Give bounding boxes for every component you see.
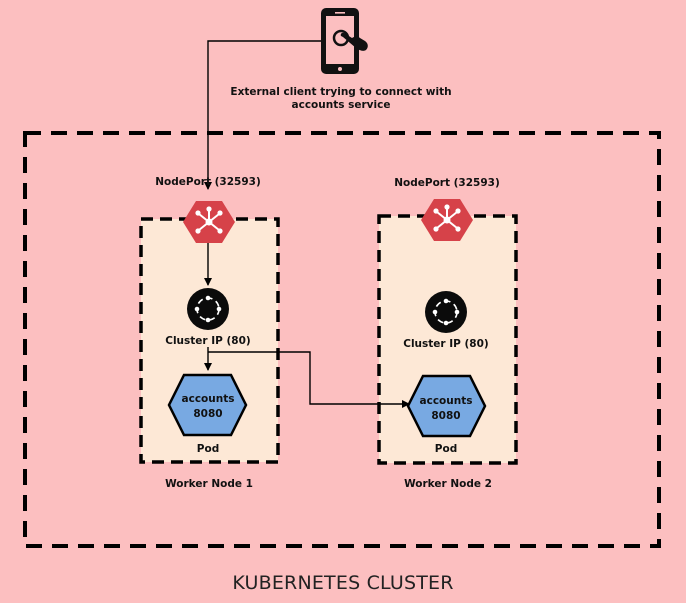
nodeport-label-node2: NodePort (32593) xyxy=(394,177,500,189)
pod-node1 xyxy=(167,373,248,437)
smartphone-touch-icon xyxy=(321,8,368,74)
cluster-ip-icon-node1 xyxy=(187,288,229,330)
worker-node-1-label: Worker Node 1 xyxy=(165,478,253,490)
pod2-name: accounts xyxy=(420,395,473,407)
cluster-title: KUBERNETES CLUSTER xyxy=(232,572,453,594)
cluster-ip-icon-node2 xyxy=(425,291,467,333)
pod1-name: accounts xyxy=(182,393,235,405)
cluster-boundary xyxy=(23,131,661,548)
nodeport-icon-node1 xyxy=(183,201,235,243)
client-caption-line1: External client trying to connect with xyxy=(230,86,451,98)
nodeport-label-node1: NodePort (32593) xyxy=(155,176,261,188)
client-to-nodeport-connector xyxy=(204,40,321,190)
clusterip-label-node2: Cluster IP (80) xyxy=(403,338,488,350)
clusterip-to-pod2-connector xyxy=(208,351,410,408)
pod1-port: 8080 xyxy=(193,408,222,420)
clusterip-label-node1: Cluster IP (80) xyxy=(165,335,250,347)
worker-node-2-label: Worker Node 2 xyxy=(404,478,492,490)
pod2-port: 8080 xyxy=(431,410,460,422)
pod-node2 xyxy=(406,374,487,438)
nodeport-icon-node2 xyxy=(421,199,473,241)
pod2-label: Pod xyxy=(435,443,457,455)
client-caption-line2: accounts service xyxy=(292,99,391,111)
pod1-label: Pod xyxy=(197,443,219,455)
